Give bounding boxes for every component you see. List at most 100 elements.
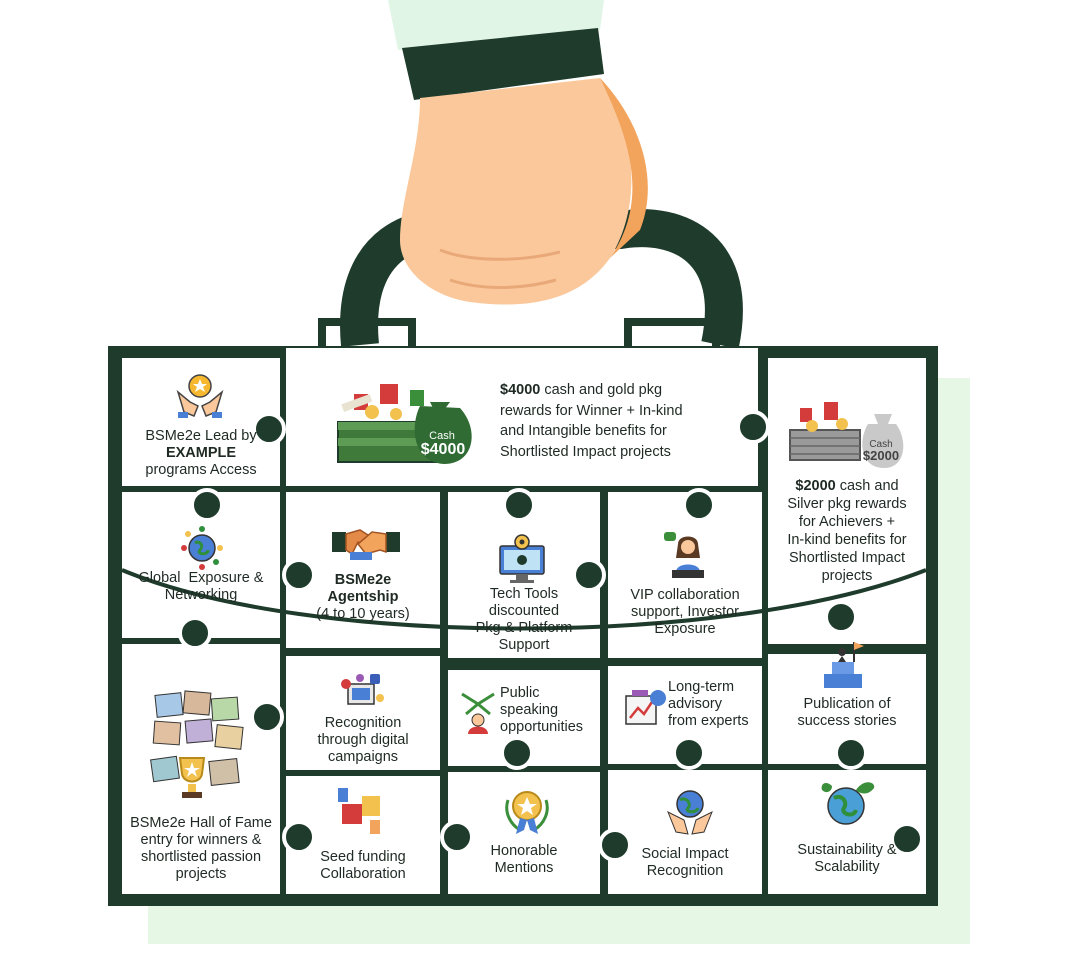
- agentship-line3: (4 to 10 years): [316, 606, 410, 622]
- gold-bag-amount: $4000: [420, 441, 466, 458]
- sustain-text: Sustainability & Scalability: [772, 842, 922, 876]
- advisory-line2: advisory: [668, 696, 722, 712]
- gold-line3: and Intangible benefits for: [500, 423, 667, 439]
- hall-line3: shortlisted passion: [140, 849, 262, 865]
- advisory-chart-icon: [625, 690, 666, 725]
- gold-line2: rewards for Winner + In-kind: [500, 402, 683, 419]
- vip-text: VIP collaboration support, Investor Expo…: [612, 587, 758, 638]
- puzzle-collab-icon: [338, 788, 380, 834]
- social-text: Social Impact Recognition: [612, 846, 758, 880]
- puzzle-knob: [502, 488, 536, 522]
- agentship-line2: Agentship: [327, 589, 399, 605]
- handshake-icon: [332, 529, 400, 560]
- gold-cash-stack-icon: [337, 384, 472, 464]
- vip-line1: VIP collaboration: [630, 587, 740, 603]
- digital-line2: through digital: [317, 732, 409, 748]
- honor-medal-icon: [505, 791, 549, 834]
- success-summit-icon: [824, 642, 864, 688]
- lead-line1: BSMe2e Lead by: [145, 428, 257, 444]
- puzzle-knob: [178, 616, 212, 650]
- hand-illustration: [318, 0, 743, 349]
- puzzle-knob: [890, 822, 924, 856]
- puzzle-knob: [252, 412, 286, 446]
- honorable-text: Honorable Mentions: [452, 843, 596, 877]
- seed-line1: Seed funding: [320, 849, 406, 865]
- silver-line1-rest: cash and: [835, 478, 899, 494]
- sustain-line1: Sustainability &: [797, 842, 897, 858]
- cell-digital: [286, 656, 440, 770]
- gold-rewards-text: $4000 cash and gold pkg rewards for Winn…: [500, 380, 740, 462]
- speaking-text: Public speaking opportunities: [500, 685, 596, 736]
- hall-line2: entry for winners &: [140, 832, 262, 848]
- puzzle-knob: [250, 700, 284, 734]
- publication-line2: success stories: [797, 713, 897, 729]
- tech-line3: Pkg & Platform: [475, 620, 573, 636]
- digital-text: Recognition through digital campaigns: [290, 715, 436, 766]
- gold-line4: Shortlisted Impact projects: [500, 443, 671, 460]
- puzzle-knob: [834, 736, 868, 770]
- agentship-text: BSMe2e Agentship (4 to 10 years): [290, 572, 436, 623]
- honorable-line1: Honorable: [490, 843, 558, 859]
- advisory-text: Long-term advisory from experts: [668, 679, 760, 730]
- hall-line1: BSMe2e Hall of Fame: [130, 815, 272, 831]
- seed-line2: Collaboration: [320, 866, 406, 882]
- puzzle-knob: [500, 736, 534, 770]
- silver-line1: $2000 cash and: [772, 477, 922, 495]
- speaking-line1: Public: [500, 685, 540, 701]
- tech-text: Tech Tools discounted Pkg & Platform Sup…: [452, 586, 596, 654]
- gold-bag-label: Cash: [429, 430, 455, 442]
- puzzle-knob: [682, 488, 716, 522]
- lead-line3: programs Access: [145, 462, 257, 478]
- puzzle-knob: [440, 820, 474, 854]
- digital-campaign-icon: [341, 674, 384, 705]
- seed-text: Seed funding Collaboration: [290, 849, 436, 883]
- silver-bag-label: Cash: [869, 439, 893, 450]
- tech-line1: Tech Tools: [489, 586, 559, 602]
- globe-network-icon: [181, 526, 223, 570]
- agentship-line1: BSMe2e: [334, 572, 392, 588]
- digital-line1: Recognition: [324, 715, 402, 731]
- computer-gear-icon: [499, 534, 545, 583]
- tech-line2: discounted: [488, 603, 560, 619]
- silver-line5: Shortlisted Impact: [788, 550, 906, 566]
- flap-curve: [121, 568, 927, 631]
- global-line1: Global Exposure &: [138, 570, 264, 586]
- social-line2: Recognition: [646, 863, 724, 879]
- puzzle-knob: [672, 736, 706, 770]
- silver-cash-basket-icon: [789, 402, 904, 468]
- award-hands-icon: [176, 374, 224, 418]
- puzzle-knob: [282, 820, 316, 854]
- globe-hands-icon: [667, 790, 713, 835]
- hall-line4: projects: [175, 866, 227, 882]
- vip-line3: Exposure: [654, 621, 716, 637]
- advisory-line3: from experts: [668, 713, 749, 729]
- gold-line1-rest: cash and gold pkg: [540, 382, 663, 398]
- gold-line1: $4000 cash and gold pkg: [500, 380, 740, 401]
- honorable-line2: Mentions: [494, 860, 554, 876]
- silver-line3: for Achievers +: [798, 514, 896, 530]
- silver-line6: projects: [821, 568, 873, 584]
- lead-text: BSMe2e Lead by EXAMPLE programs Access: [126, 428, 276, 479]
- puzzle-knob: [598, 828, 632, 862]
- puzzle-knob: [824, 600, 858, 634]
- speaking-line3: opportunities: [500, 719, 584, 735]
- advisory-line1: Long-term: [668, 679, 735, 695]
- puzzle-knob: [572, 558, 606, 592]
- hall-of-fame-photos-icon: [150, 690, 244, 798]
- earth-leaves-icon: [821, 782, 875, 825]
- lead-line2: EXAMPLE: [165, 445, 237, 461]
- vip-line2: support, Investor: [631, 604, 739, 620]
- sustain-line2: Scalability: [814, 859, 880, 875]
- silver-line4: In-kind benefits for: [787, 532, 907, 548]
- digital-line3: campaigns: [327, 749, 399, 765]
- public-speaking-icon: [461, 692, 495, 734]
- support-agent-icon: [664, 532, 704, 578]
- puzzle-knob: [736, 410, 770, 444]
- tech-line4: Support: [498, 637, 550, 653]
- publication-line1: Publication of: [803, 696, 891, 712]
- social-line1: Social Impact: [641, 846, 729, 862]
- puzzle-knob: [282, 558, 316, 592]
- silver-line2: Silver pkg rewards: [787, 496, 907, 512]
- speaking-line2: speaking: [500, 702, 559, 718]
- silver-amount: $2000: [795, 478, 836, 494]
